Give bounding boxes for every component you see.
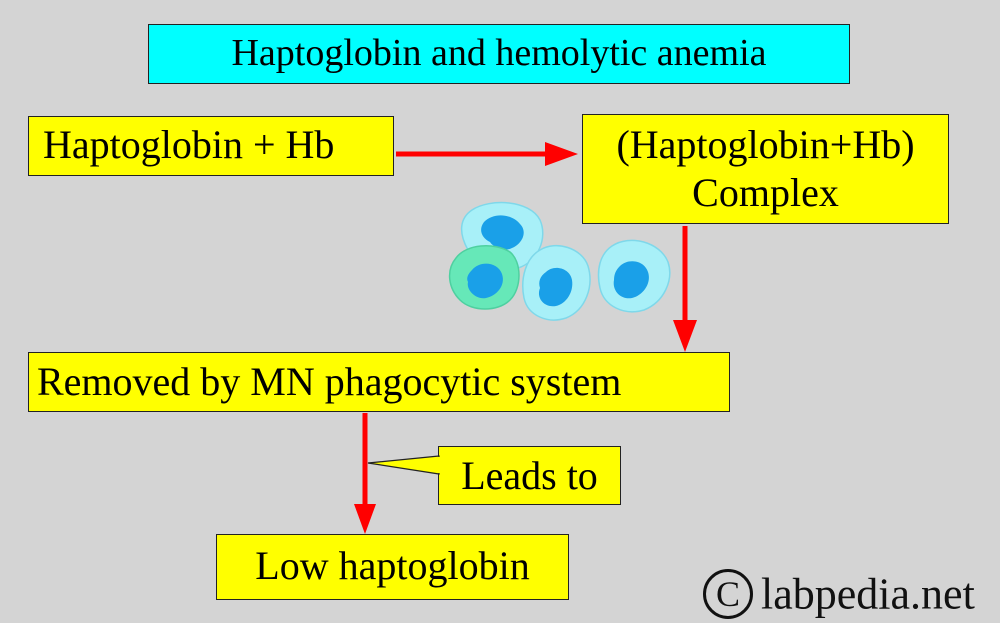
macrophage-cell-icon: [448, 245, 520, 310]
arrow-to-complex: [396, 142, 578, 166]
callout-pointer: [367, 455, 440, 475]
macrophage-cell-icon: [597, 239, 671, 313]
haptoglobin-hb-box: Haptoglobin + Hb: [28, 116, 394, 176]
diagram-title: Haptoglobin and hemolytic anemia: [148, 24, 850, 84]
watermark-text: labpedia.net: [761, 569, 975, 619]
complex-line-1: (Haptoglobin+Hb): [616, 122, 915, 167]
complex-box: (Haptoglobin+Hb) Complex: [582, 114, 949, 224]
leads-to-callout: Leads to: [438, 446, 621, 505]
removed-box: Removed by MN phagocytic system: [28, 352, 730, 412]
copyright-icon: C: [703, 568, 753, 619]
low-haptoglobin-box: Low haptoglobin: [216, 534, 569, 600]
arrow-to-removed: [673, 226, 697, 352]
complex-line-2: Complex: [692, 170, 839, 215]
macrophage-cell-icon: [522, 244, 591, 321]
arrow-to-low: [354, 413, 376, 534]
